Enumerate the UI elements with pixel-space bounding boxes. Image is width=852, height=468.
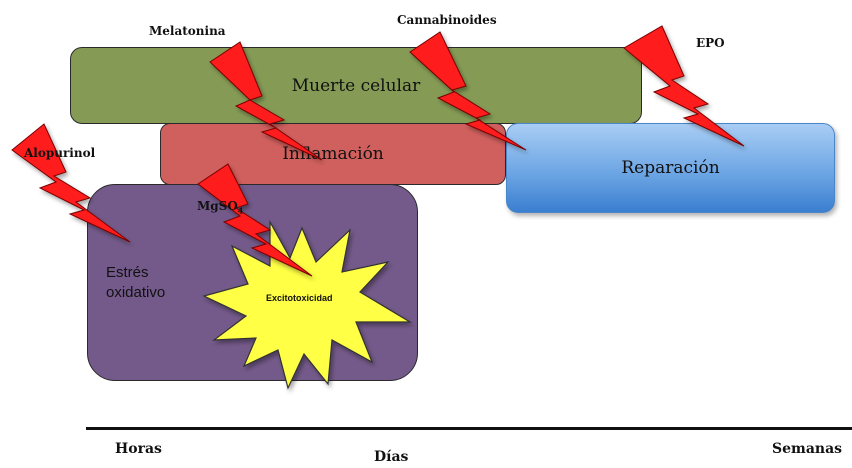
lightning-bolt-icon: [11, 123, 131, 243]
starburst-icon: [202, 219, 413, 390]
lightning-bolt-icon: [409, 31, 527, 151]
treatment-mgso4-formula: MgSO: [197, 199, 238, 213]
stage-label-estres-oxidativo: Estrés oxidativo: [106, 264, 166, 301]
stage-reparacion: Reparación: [506, 123, 835, 213]
stage-muerte-celular: Muerte celular: [70, 47, 642, 124]
timeline-label-semanas: Semanas: [772, 441, 843, 457]
timeline-label-dias: Días: [374, 449, 409, 465]
treatment-mgso4-subscript: 4: [237, 205, 244, 216]
stage-label-reparacion: Reparación: [621, 158, 720, 178]
lightning-bolt-icon: [209, 41, 323, 161]
timeline-axis: [86, 427, 852, 430]
timeline-label-horas: Horas: [115, 441, 162, 457]
stage-label-muerte-celular: Muerte celular: [291, 75, 421, 96]
stage-label-inflamacion: Inflamación: [282, 144, 384, 164]
treatment-alopurinol: Alopurinol: [24, 146, 96, 160]
treatment-mgso4: MgSO4: [197, 199, 243, 215]
stage-label-excitotoxicidad: Excitotoxicidad: [266, 293, 333, 303]
lightning-bolt-icon: [623, 25, 745, 147]
lightning-bolt-icon: [197, 163, 313, 277]
treatment-cannabinoides: Cannabinoides: [397, 13, 497, 27]
treatment-epo: EPO: [696, 36, 725, 50]
treatment-melatonina: Melatonina: [149, 24, 226, 38]
